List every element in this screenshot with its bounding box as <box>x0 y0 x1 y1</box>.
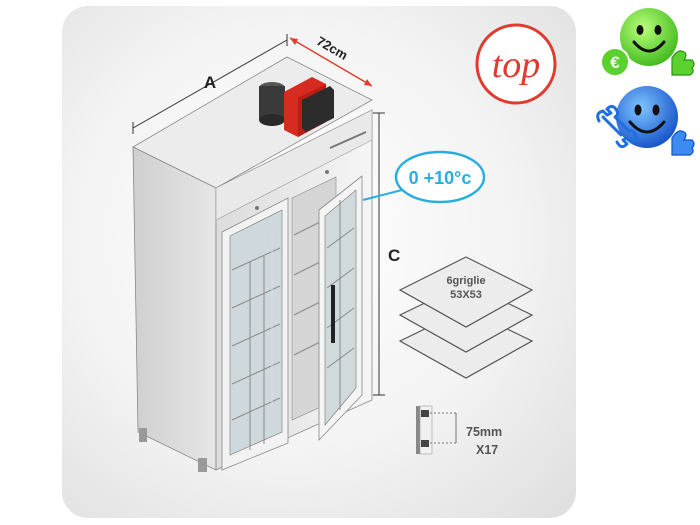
rack-pitch-label: 75mm <box>466 425 502 439</box>
dimension-a: A <box>132 34 288 134</box>
top-badge-label: top <box>492 44 541 86</box>
dimension-depth-label: 72cm <box>314 33 350 63</box>
dimension-a-label: A <box>204 73 216 92</box>
rack-count-label: X17 <box>476 443 498 457</box>
wrench-smiley-thumbs-up-icon <box>596 86 695 156</box>
dimension-c: C <box>373 112 400 396</box>
shelves-stack: 6griglie 53X53 <box>398 256 534 379</box>
euro-smiley-thumbs-up-icon: € <box>600 8 695 77</box>
top-badge: top <box>475 23 557 105</box>
rack-pitch-diagram: 75mm X17 <box>416 405 502 457</box>
shelves-count-label: 6griglie <box>446 275 485 287</box>
dimension-c-label: C <box>388 246 400 265</box>
svg-text:€: € <box>610 53 620 72</box>
temperature-callout: 0 +10°c <box>362 150 486 204</box>
compressor-unit <box>259 77 334 137</box>
refrigerator-cabinet <box>132 56 373 472</box>
shelves-size-label: 53X53 <box>450 289 482 301</box>
temperature-label: 0 +10°c <box>409 168 472 188</box>
